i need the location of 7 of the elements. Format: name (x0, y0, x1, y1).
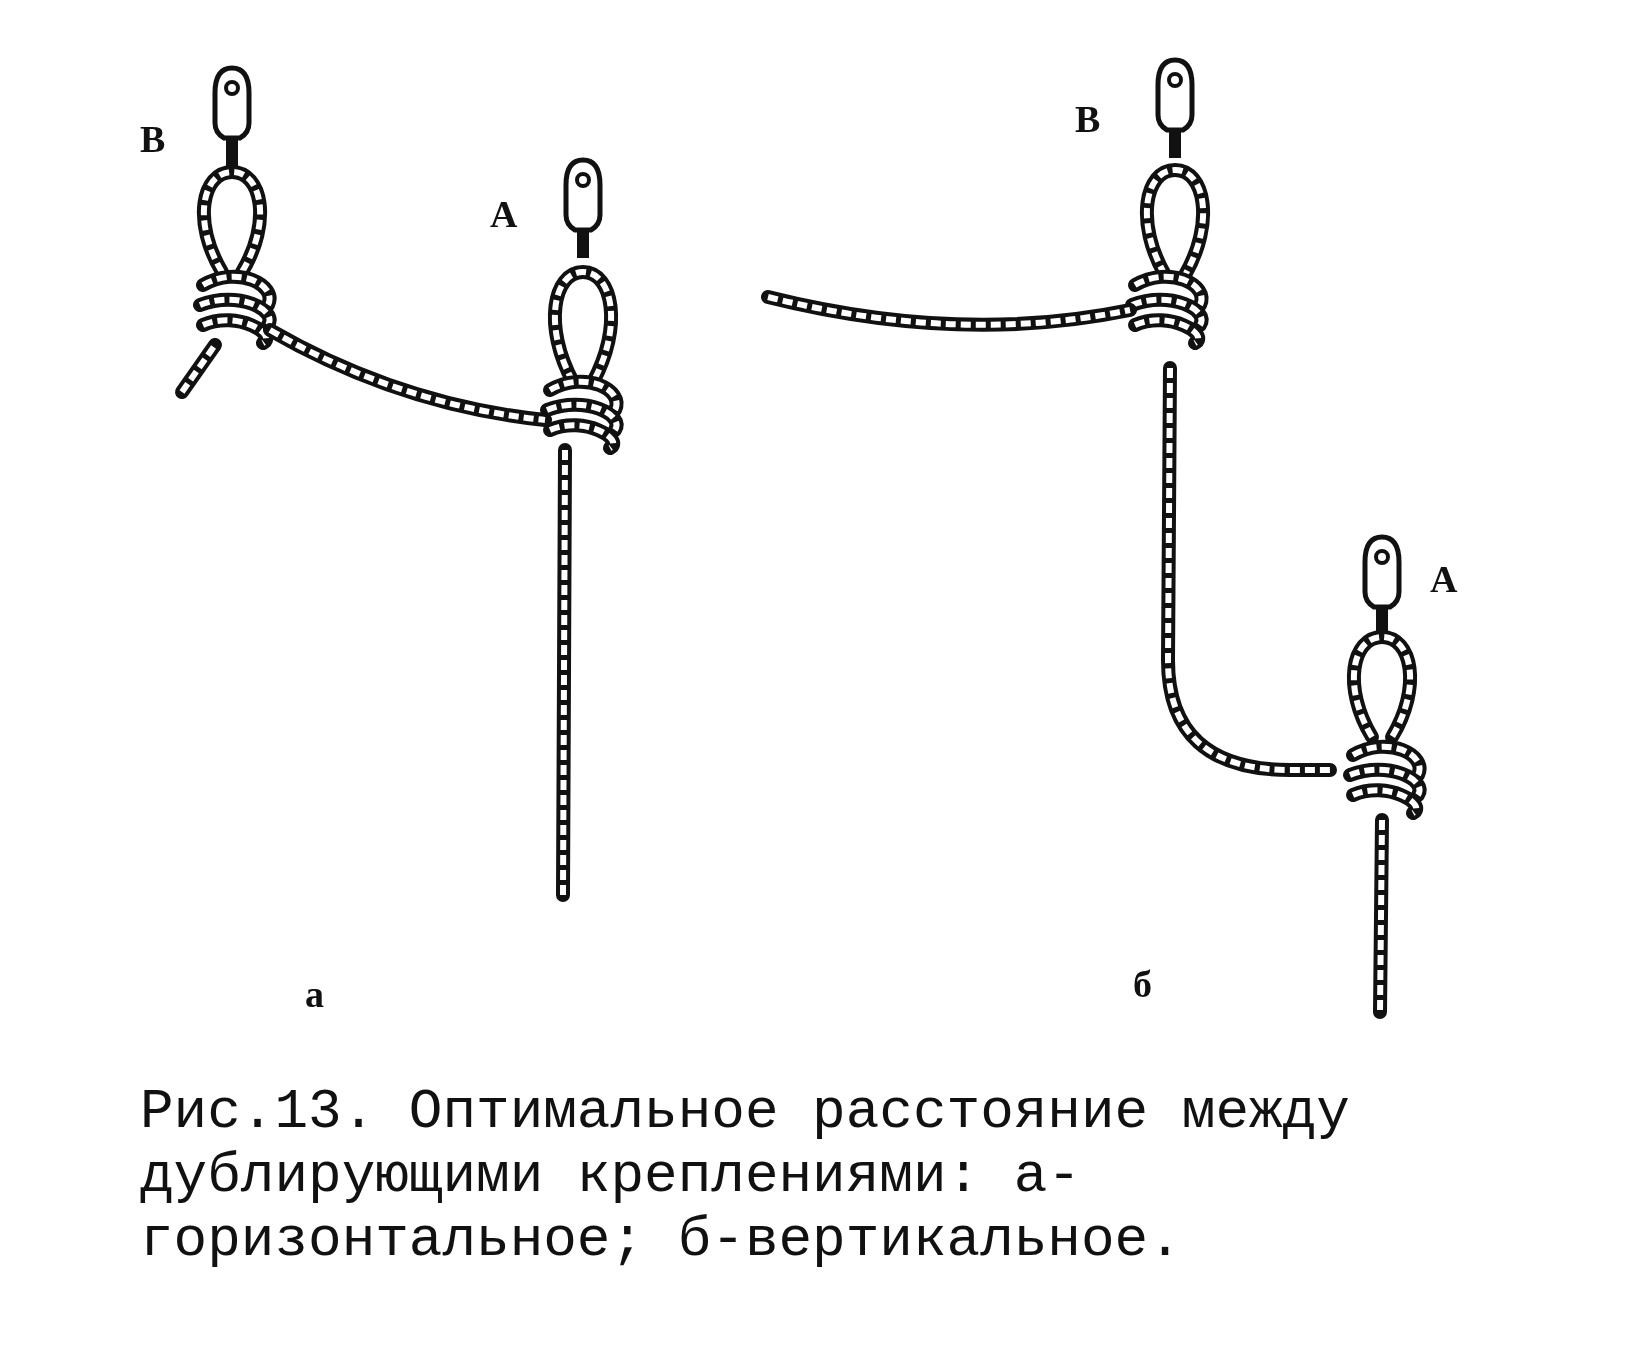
point-label: б (1133, 965, 1152, 1003)
point-label: А (1430, 560, 1458, 598)
point-label: А (490, 195, 518, 233)
figure-caption: Рис.13. Оптимальное расстояние между дублирующими креплениями: а-горизонтальное; б-вертикальное. (140, 1080, 1351, 1272)
point-label: В (140, 120, 166, 158)
point-label: В (1075, 100, 1101, 138)
point-label: а (305, 975, 324, 1013)
